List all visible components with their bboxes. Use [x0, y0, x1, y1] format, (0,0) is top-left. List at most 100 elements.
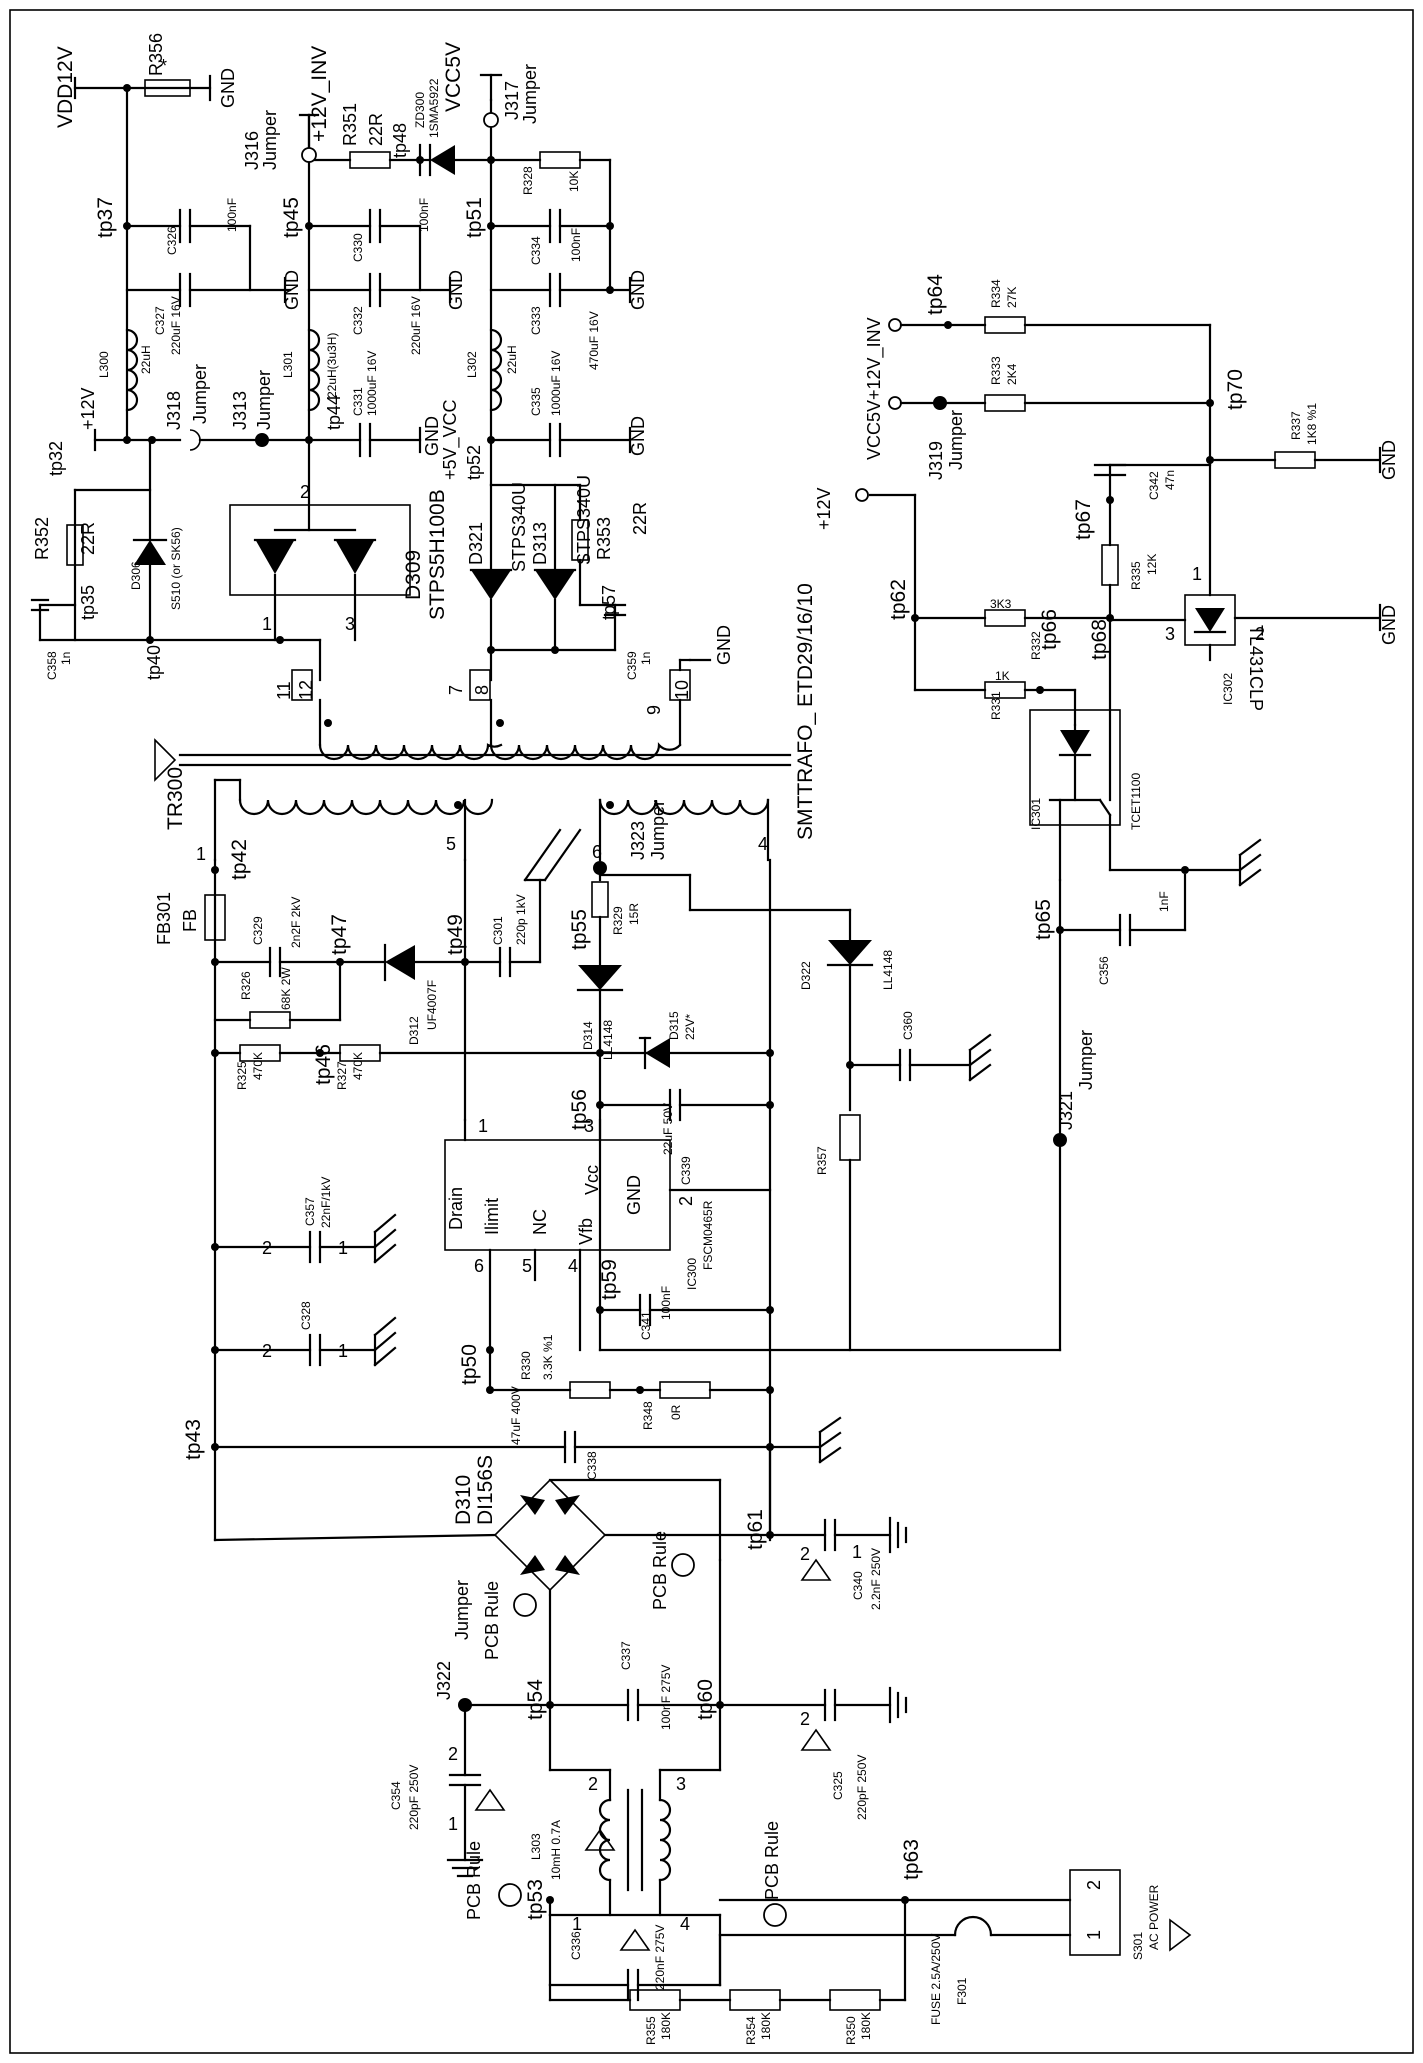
zd300-value: 1SMA5922: [427, 78, 441, 138]
r330-value: 3.3K %1: [541, 1334, 555, 1380]
ic300-value: FSCM0465R: [701, 1200, 715, 1270]
tp44-label: tp44: [324, 395, 344, 430]
r326-value: 68K 2W: [279, 967, 293, 1010]
r353-value: 22R: [630, 502, 650, 535]
c358-label: C358: [45, 651, 59, 680]
d322-value: LL4148: [881, 950, 895, 990]
tp59-label: tp59: [598, 1259, 621, 1300]
r335-label: R335: [1129, 561, 1143, 590]
ic301-label: IC301: [1029, 798, 1043, 830]
c354-label: C354: [389, 1781, 403, 1810]
d315-value: 22V*: [683, 1014, 697, 1040]
tp37-label: tp37: [94, 197, 117, 238]
r326-label: R326: [239, 971, 253, 1000]
tp65-label: tp65: [1032, 899, 1055, 940]
c336-pin4: 4: [680, 1914, 690, 1934]
tp56-label: tp56: [568, 1089, 591, 1130]
tp47-label: tp47: [328, 914, 351, 955]
j313-label: J313: [230, 391, 250, 430]
r331-value: 1K: [995, 669, 1010, 683]
gnd-c331: GND: [422, 416, 442, 456]
ic300-label: IC300: [685, 1258, 699, 1290]
ic302-pin2: 2: [1255, 624, 1265, 644]
pin-9: 9: [644, 705, 664, 715]
s301-switch: [1069, 1869, 1121, 1956]
c327-value: 220uF 16V: [169, 296, 183, 355]
l302-value: 22uH: [505, 345, 519, 374]
tp32-label: tp32: [46, 441, 66, 476]
c325-pin2: 2: [800, 1709, 810, 1729]
gnd-c332: GND: [446, 270, 466, 310]
c356-value: 1nF: [1157, 891, 1171, 912]
r353-label: R353: [594, 517, 614, 560]
r351-label: R351: [340, 103, 360, 146]
tp64-label: tp64: [924, 274, 947, 315]
ic300-pin3: 3: [584, 1116, 594, 1136]
d314-value: LL4148: [601, 1020, 615, 1060]
d321-label: D321: [466, 522, 486, 565]
l300-value: 22uH: [139, 345, 153, 374]
c354-pin2: 2: [448, 1744, 458, 1764]
d310-label: D310: [452, 1475, 475, 1525]
c338-value: 47uF 400V: [509, 1386, 523, 1445]
r350-value: 180K: [859, 2012, 873, 2040]
ic302-value: TL431CLP: [1246, 625, 1266, 711]
j318-jumper: Jumper: [190, 364, 210, 424]
f301-value: FUSE 2.5A/250V: [929, 1934, 943, 2025]
r327-label: R327: [335, 1061, 349, 1090]
r337-label: R337: [1289, 411, 1303, 440]
d313-label: D313: [530, 522, 550, 565]
s301-value: AC POWER: [1147, 1884, 1161, 1950]
d309-value: STPS5H100B: [426, 489, 449, 620]
j316-label: J316: [242, 131, 262, 170]
c354-pin1: 1: [448, 1814, 458, 1834]
gnd-c333: GND: [628, 270, 648, 310]
ic300-ilimit: Ilimit: [482, 1198, 502, 1235]
c339-label: C339: [679, 1156, 693, 1185]
tp68-label: tp68: [1088, 619, 1111, 660]
r325-label: R325: [235, 1061, 249, 1090]
r333-label: R333: [989, 356, 1003, 385]
c334-value: 100nF: [569, 228, 583, 262]
d314-label: D314: [581, 1021, 595, 1050]
tp63-label: tp63: [900, 1839, 923, 1880]
l302-label: L302: [465, 351, 479, 378]
j323-jumper: Jumper: [648, 800, 668, 860]
c333-value: 470uF 16V: [587, 311, 601, 370]
gnd-c327: GND: [282, 270, 302, 310]
r333-value: 2K4: [1005, 363, 1019, 385]
c342-value: 47n: [1163, 470, 1177, 490]
s301-pin1: 1: [1084, 1930, 1104, 1940]
c301-label: C301: [491, 916, 505, 945]
c327-label: C327: [153, 306, 167, 335]
gnd-c359: GND: [714, 625, 734, 665]
c357-value: 22nF/1kV: [319, 1177, 333, 1228]
c325-label: C325: [831, 1771, 845, 1800]
r335-value: 12K: [1145, 554, 1159, 575]
r350-label: R350: [844, 2016, 858, 2045]
tp67-label: tp67: [1072, 499, 1095, 540]
gnd-r356: GND: [218, 68, 238, 108]
ic301-value: TCET1100: [1129, 773, 1143, 830]
p12v-inv-label: +12V_INV: [308, 46, 331, 142]
l301-label: L301: [281, 351, 295, 378]
l300-label: L300: [97, 351, 111, 378]
c329-label: C329: [251, 916, 265, 945]
c339-value: 22uF 50V: [661, 1103, 675, 1155]
c332-label: C332: [351, 306, 365, 335]
ic300-pin5: 5: [522, 1256, 532, 1276]
l303-pin2: 2: [588, 1774, 598, 1794]
pin-7: 7: [446, 685, 466, 695]
d309-pin1: 1: [262, 614, 272, 634]
zd300-label: ZD300: [413, 92, 427, 128]
fb301-label: FB301: [154, 892, 174, 945]
tp50-label: tp50: [458, 1344, 481, 1385]
j319-jumper: Jumper: [946, 410, 966, 470]
tp46-label: tp46: [312, 1044, 335, 1085]
vcc5v-label: VCC5V: [442, 42, 465, 112]
tp66-label: tp66: [1038, 609, 1061, 650]
tr300-label: TR300: [164, 767, 187, 830]
c336-pin1: 1: [572, 1914, 582, 1934]
d309-pin3: 3: [345, 614, 355, 634]
